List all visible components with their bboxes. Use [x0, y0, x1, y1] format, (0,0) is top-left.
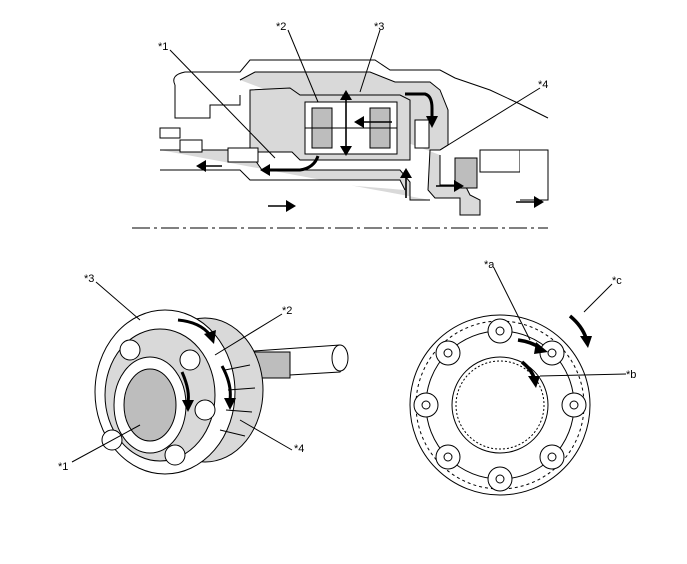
leader-fc [583, 283, 613, 313]
perspective-view: *3 *2 *1 *4 [58, 273, 349, 475]
retainer [414, 119, 430, 149]
leader-4 [439, 87, 541, 151]
right-housing [520, 149, 549, 201]
section-view: *1 *2 *3 *4 [132, 21, 549, 229]
leader-3 [359, 29, 381, 93]
leader-p1 [71, 424, 141, 463]
section-label-3: *3 [374, 21, 384, 33]
housing-left-flange [174, 85, 241, 119]
front-view: *a *c *b [409, 259, 636, 496]
perspective-label-4: *4 [294, 443, 304, 455]
perspective-label-2: *2 [282, 305, 292, 317]
inner-shaft-lower [160, 169, 406, 191]
leader-fb [539, 373, 627, 377]
flow-arrows [196, 90, 544, 212]
bore-inner [123, 368, 177, 442]
perspective-label-1: *1 [58, 461, 68, 473]
rotation-arrows [177, 318, 236, 412]
leader-fa [493, 267, 531, 341]
front-label-a: *a [484, 259, 495, 271]
snap-ring [227, 147, 259, 163]
pinion-4 [164, 444, 186, 466]
leader-1 [169, 49, 276, 159]
front-label-c: *c [612, 275, 622, 287]
leader-2 [287, 29, 319, 103]
leader-p4 [239, 419, 293, 451]
right-hub [454, 157, 478, 189]
carrier-housing [239, 71, 481, 216]
shaft-end [331, 344, 349, 372]
front-label-b: *b [626, 369, 636, 381]
seal-ring [179, 139, 203, 153]
section-label-2: *2 [276, 21, 286, 33]
clutch-teeth [219, 364, 256, 437]
planet-gears [413, 318, 587, 492]
section-label-1: *1 [158, 41, 168, 53]
sun-gear-spline [455, 360, 545, 450]
left-bearing [159, 127, 181, 139]
pinion-3 [194, 399, 216, 421]
perspective-label-3: *3 [84, 273, 94, 285]
pinion-1 [119, 339, 141, 361]
right-gear [479, 149, 521, 173]
front-arrows [517, 314, 592, 388]
section-label-4: *4 [538, 79, 548, 91]
leader-p3 [95, 281, 141, 321]
pinion-2 [179, 349, 201, 371]
leader-p2 [214, 313, 283, 356]
sun-gear [451, 356, 549, 454]
